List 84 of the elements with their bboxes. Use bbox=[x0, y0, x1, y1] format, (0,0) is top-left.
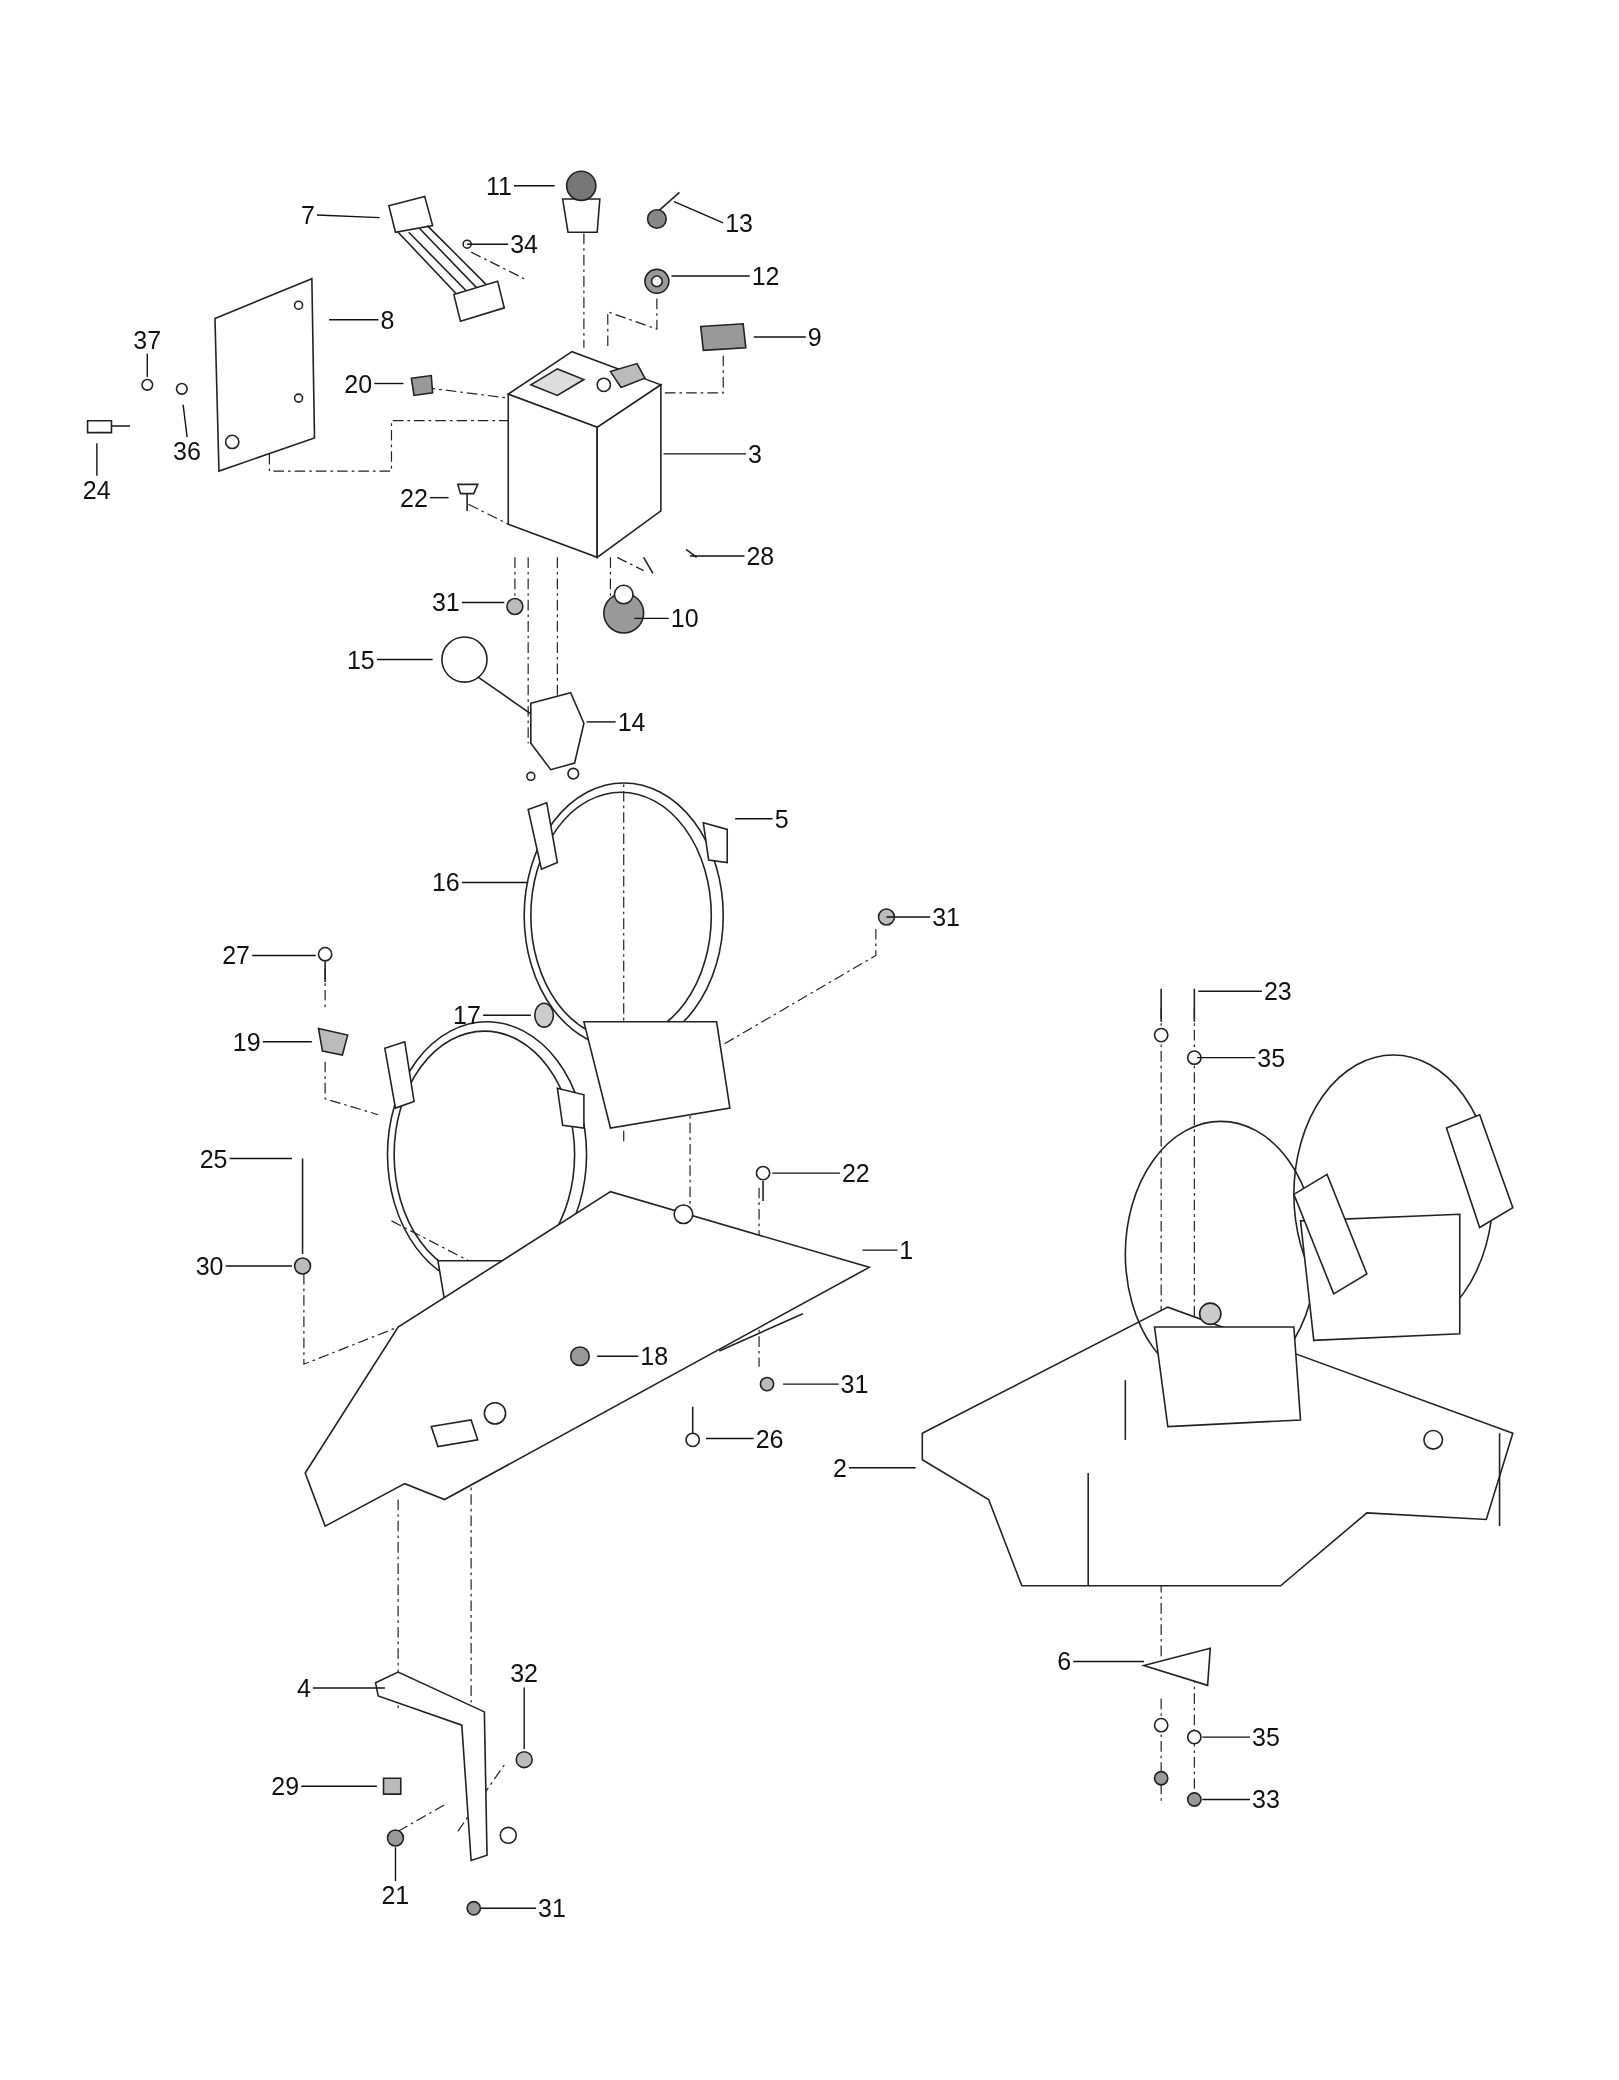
leader-line bbox=[513, 185, 556, 187]
leader-line bbox=[848, 1467, 917, 1469]
callout-number: 32 bbox=[508, 1659, 540, 1688]
callout-number: 29 bbox=[269, 1772, 302, 1801]
leader-line bbox=[670, 275, 751, 277]
leader-line bbox=[673, 201, 724, 224]
leader-line bbox=[316, 214, 381, 219]
leader-line bbox=[1201, 1798, 1251, 1801]
leader-line bbox=[373, 382, 405, 385]
leader-line bbox=[466, 243, 509, 245]
callout-number: 5 bbox=[772, 804, 791, 833]
callout-number: 15 bbox=[344, 645, 377, 674]
leader-line bbox=[312, 1687, 386, 1689]
leader-line bbox=[633, 617, 670, 620]
leader-line bbox=[482, 1014, 532, 1016]
callout-number: 17 bbox=[451, 1001, 483, 1030]
leader-line bbox=[394, 1846, 397, 1882]
leader-line bbox=[523, 1686, 525, 1750]
callout-number: 2 bbox=[831, 1453, 849, 1482]
leader-line bbox=[146, 353, 148, 378]
leader-line bbox=[479, 1907, 537, 1909]
leader-line bbox=[596, 1355, 639, 1357]
callout-number: 7 bbox=[298, 200, 317, 229]
callout-number: 22 bbox=[839, 1159, 872, 1188]
leader-line bbox=[376, 658, 434, 661]
callout-number: 10 bbox=[668, 604, 701, 633]
leader-line bbox=[429, 496, 450, 499]
leader-line bbox=[585, 721, 617, 723]
leader-line bbox=[771, 1172, 841, 1174]
callout-number: 3 bbox=[746, 439, 764, 468]
callout-number: 1 bbox=[897, 1236, 916, 1265]
callout-number: 12 bbox=[749, 262, 782, 290]
callout-number: 35 bbox=[1250, 1723, 1282, 1752]
callout-number: 33 bbox=[1250, 1785, 1282, 1814]
leader-line bbox=[300, 1785, 378, 1787]
callout-number: 31 bbox=[838, 1370, 871, 1399]
leader-line bbox=[885, 916, 931, 918]
callout-number: 11 bbox=[483, 171, 514, 200]
callout-number: 16 bbox=[429, 868, 462, 897]
callout-number: 18 bbox=[638, 1342, 671, 1371]
callout-number: 30 bbox=[193, 1252, 226, 1280]
leader-line bbox=[753, 336, 807, 338]
leader-line bbox=[1196, 1056, 1256, 1059]
leader-line bbox=[228, 1157, 293, 1160]
leader-line bbox=[689, 555, 746, 557]
callout-number: 19 bbox=[230, 1027, 263, 1056]
leader-line bbox=[461, 881, 529, 884]
callout-number: 37 bbox=[131, 325, 164, 354]
leader-line bbox=[96, 442, 98, 477]
callout-number: 28 bbox=[744, 542, 777, 571]
callout-number: 24 bbox=[80, 475, 113, 504]
leader-line bbox=[182, 404, 188, 438]
callout-number: 13 bbox=[723, 208, 755, 237]
callout-number: 22 bbox=[398, 483, 430, 512]
leader-line bbox=[1072, 1660, 1145, 1663]
leader-line bbox=[328, 319, 380, 321]
callout-number: 26 bbox=[753, 1424, 786, 1453]
leader-line bbox=[224, 1265, 293, 1267]
callout-number: 4 bbox=[294, 1674, 313, 1702]
callout-number: 31 bbox=[536, 1894, 568, 1923]
callout-number: 21 bbox=[379, 1881, 412, 1909]
callout-number: 8 bbox=[378, 305, 397, 334]
leader-line bbox=[251, 954, 317, 957]
callout-number: 25 bbox=[197, 1144, 230, 1173]
leader-line bbox=[461, 601, 505, 604]
callout-number: 6 bbox=[1055, 1647, 1074, 1676]
leader-line bbox=[782, 1383, 840, 1385]
leader-line bbox=[705, 1437, 755, 1440]
leader-line bbox=[662, 453, 747, 455]
leader-line bbox=[1197, 990, 1263, 992]
leader-line bbox=[1201, 1736, 1251, 1738]
callout-number: 36 bbox=[171, 437, 203, 466]
callout-number: 14 bbox=[615, 707, 648, 736]
leader-line bbox=[734, 818, 774, 820]
leader-line bbox=[861, 1249, 899, 1251]
callout-number: 35 bbox=[1255, 1043, 1288, 1072]
leader-line bbox=[262, 1041, 313, 1043]
callout-number: 31 bbox=[429, 588, 462, 617]
callout-number: 23 bbox=[1261, 977, 1294, 1006]
callout-number: 20 bbox=[342, 369, 375, 398]
callout-number: 34 bbox=[508, 230, 540, 259]
callout-number: 31 bbox=[930, 903, 962, 931]
callout-number: 27 bbox=[220, 941, 252, 970]
callout-number: 9 bbox=[805, 323, 824, 352]
